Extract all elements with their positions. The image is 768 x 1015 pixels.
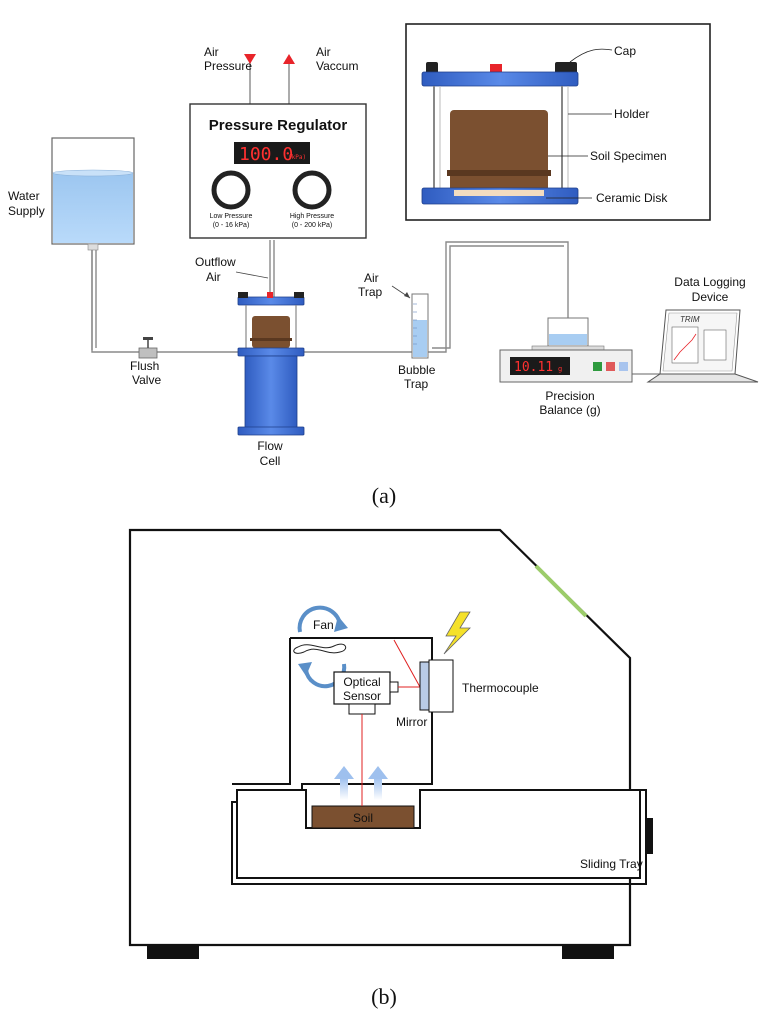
tubing xyxy=(91,235,569,353)
outflow-air-label-2: Air xyxy=(206,270,221,284)
flow-cell-detail-inset xyxy=(405,23,711,221)
optical-sensor xyxy=(333,671,399,715)
air-trap-label-1: Air xyxy=(364,271,379,285)
balance-button-green xyxy=(593,362,602,371)
pressure-regulator: Pressure Regulator 100.0 (kPa) Low Press… xyxy=(189,103,367,239)
regulator-display-unit: (kPa) xyxy=(288,154,306,161)
balance-button-red xyxy=(606,362,615,371)
bubble-trap xyxy=(411,293,429,359)
precision-balance: 10.11 g xyxy=(499,317,660,383)
sliding-tray xyxy=(236,789,641,879)
vapor-arrows xyxy=(334,766,388,800)
tray-handle xyxy=(646,818,653,854)
low-pressure-label: Low Pressure xyxy=(210,213,253,220)
bubble-trap-label-1: Bubble xyxy=(398,363,436,377)
air-vaccum-icon xyxy=(283,54,295,104)
mirror xyxy=(419,661,430,711)
bubble-trap-label-2: Trap xyxy=(404,377,429,391)
flush-valve-label-2: Valve xyxy=(132,373,161,387)
optical-sensor-label-1: Optical xyxy=(343,675,380,689)
balance-button-blue xyxy=(619,362,628,371)
panel-a-caption: (a) xyxy=(372,483,396,508)
balance-label-2: Balance (g) xyxy=(539,403,600,417)
housing-foot-left xyxy=(147,945,199,959)
fan-label: Fan xyxy=(313,618,334,632)
soil-label: Soil xyxy=(353,811,373,825)
flow-cell xyxy=(237,292,305,436)
data-logging-label-2: Device xyxy=(692,290,729,304)
high-pressure-knob xyxy=(292,170,332,210)
data-logging-label-1: Data Logging xyxy=(674,275,745,289)
panel-b: Soil Sliding Tray Fan Optical Sensor xyxy=(128,528,653,1009)
thermocouple-label: Thermocouple xyxy=(462,681,539,695)
inset-soil-specimen-label: Soil Specimen xyxy=(590,149,667,163)
air-trap-label-2: Trap xyxy=(358,285,383,299)
air-pressure-label-1: Air xyxy=(204,45,219,59)
thermocouple xyxy=(428,659,454,713)
optical-sensor-label-2: Sensor xyxy=(343,689,381,703)
laptop-icon: TRIM xyxy=(646,309,759,383)
lightning-bolt-icon xyxy=(443,611,471,655)
laser-beam xyxy=(361,639,421,806)
inset-leader-lines xyxy=(546,48,613,199)
regulator-display-value: 100.0 xyxy=(239,144,293,165)
water-supply-label-1: Water xyxy=(8,189,40,203)
flush-valve-label-1: Flush xyxy=(130,359,159,373)
inset-holder-label: Holder xyxy=(614,107,649,121)
regulator-display xyxy=(234,142,310,164)
inset-cap-label: Cap xyxy=(614,44,636,58)
regulator-title: Pressure Regulator xyxy=(209,117,348,134)
flow-cell-label-1: Flow xyxy=(257,439,283,453)
air-pressure-icon xyxy=(244,54,256,104)
flow-cell-label-2: Cell xyxy=(260,454,281,468)
panel-a: Water Supply Air Pressure Air Vaccum Pre… xyxy=(8,23,759,508)
low-pressure-range: (0 - 16 kPa) xyxy=(213,222,250,229)
air-vaccum-label-2: Vaccum xyxy=(316,59,358,73)
water-supply-label-2: Supply xyxy=(8,204,45,218)
panel-b-caption: (b) xyxy=(371,984,397,1009)
trim-label: TRIM xyxy=(680,315,700,324)
balance-display-value: 10.11 xyxy=(514,360,553,375)
housing-window xyxy=(534,564,588,618)
water-supply-tank xyxy=(51,137,135,251)
soil-sample xyxy=(311,805,415,829)
inset-ceramic-disk-label: Ceramic Disk xyxy=(596,191,668,205)
housing-foot-right xyxy=(562,945,614,959)
flush-valve-icon xyxy=(138,337,158,359)
high-pressure-label: High Pressure xyxy=(290,213,334,220)
high-pressure-range: (0 - 200 kPa) xyxy=(292,222,332,229)
balance-label-1: Precision xyxy=(545,389,594,403)
outflow-air-label-1: Outflow xyxy=(195,255,236,269)
balance-display xyxy=(510,357,570,375)
balance-display-unit: g xyxy=(558,365,562,373)
air-vaccum-label-1: Air xyxy=(316,45,331,59)
instrument-housing xyxy=(128,528,632,947)
low-pressure-knob xyxy=(211,170,251,210)
mirror-label: Mirror xyxy=(396,715,427,729)
sliding-tray-label: Sliding Tray xyxy=(580,857,643,871)
air-pressure-label-2: Pressure xyxy=(204,59,252,73)
